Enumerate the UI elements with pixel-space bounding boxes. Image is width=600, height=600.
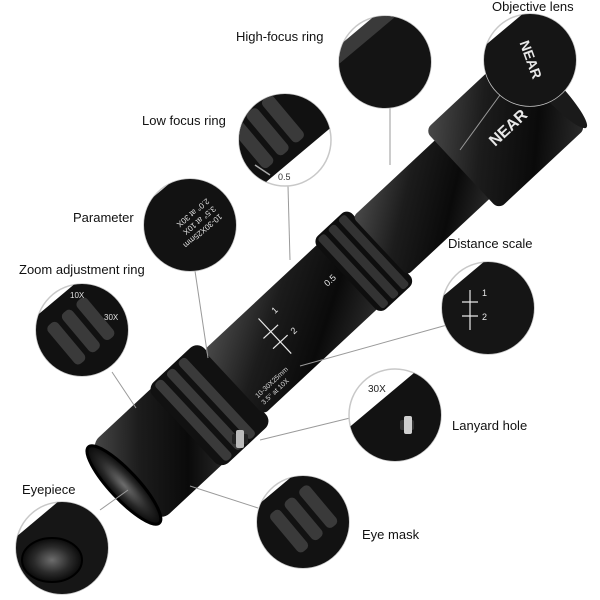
zoom-ring-left-text: 10X	[70, 291, 85, 300]
label-eyepiece: Eyepiece	[22, 482, 76, 497]
leader-lines	[99, 94, 501, 511]
low-focus-half-text: 0.5	[278, 172, 291, 182]
lanyard-post	[232, 430, 248, 448]
dist-scale-one: 1	[482, 288, 487, 298]
zoom-ring-right-text: 30X	[104, 313, 119, 322]
scale-label-two: 2	[289, 325, 299, 336]
zoom-circle-eye-mask	[256, 475, 350, 569]
scale-label-one: 1	[269, 305, 279, 316]
label-lanyard-hole: Lanyard hole	[452, 418, 528, 433]
label-zoom-adjustment-ring: Zoom adjustment ring	[19, 262, 145, 277]
label-eye-mask: Eye mask	[362, 527, 420, 542]
zoom-circle-distance-scale: 1 2	[441, 261, 535, 355]
dist-scale-two: 2	[482, 312, 487, 322]
objective-tube	[354, 137, 493, 274]
zoom-tube	[206, 243, 379, 413]
label-high-focus-ring: High-focus ring	[236, 29, 324, 44]
zoom-circle-zoom-adjustment-ring: 10X 30X	[35, 283, 129, 377]
label-distance-scale: Distance scale	[448, 236, 533, 251]
zoom-circle-eyepiece	[15, 501, 109, 595]
monocular-body: NEAR 1 2 0.5 10-30X25mm 3.5° at 10X	[85, 48, 588, 526]
eyepiece-face	[85, 444, 163, 526]
label-low-focus-ring: Low focus ring	[142, 113, 226, 128]
zoom-circle-low-focus-ring: 0.5	[238, 93, 332, 187]
label-parameter: Parameter	[73, 210, 134, 225]
label-objective-lens: Objective lens	[492, 0, 574, 14]
zoom-circle-lanyard-hole: 30X	[348, 368, 442, 462]
lanyard-zoom-text: 30X	[368, 384, 386, 395]
